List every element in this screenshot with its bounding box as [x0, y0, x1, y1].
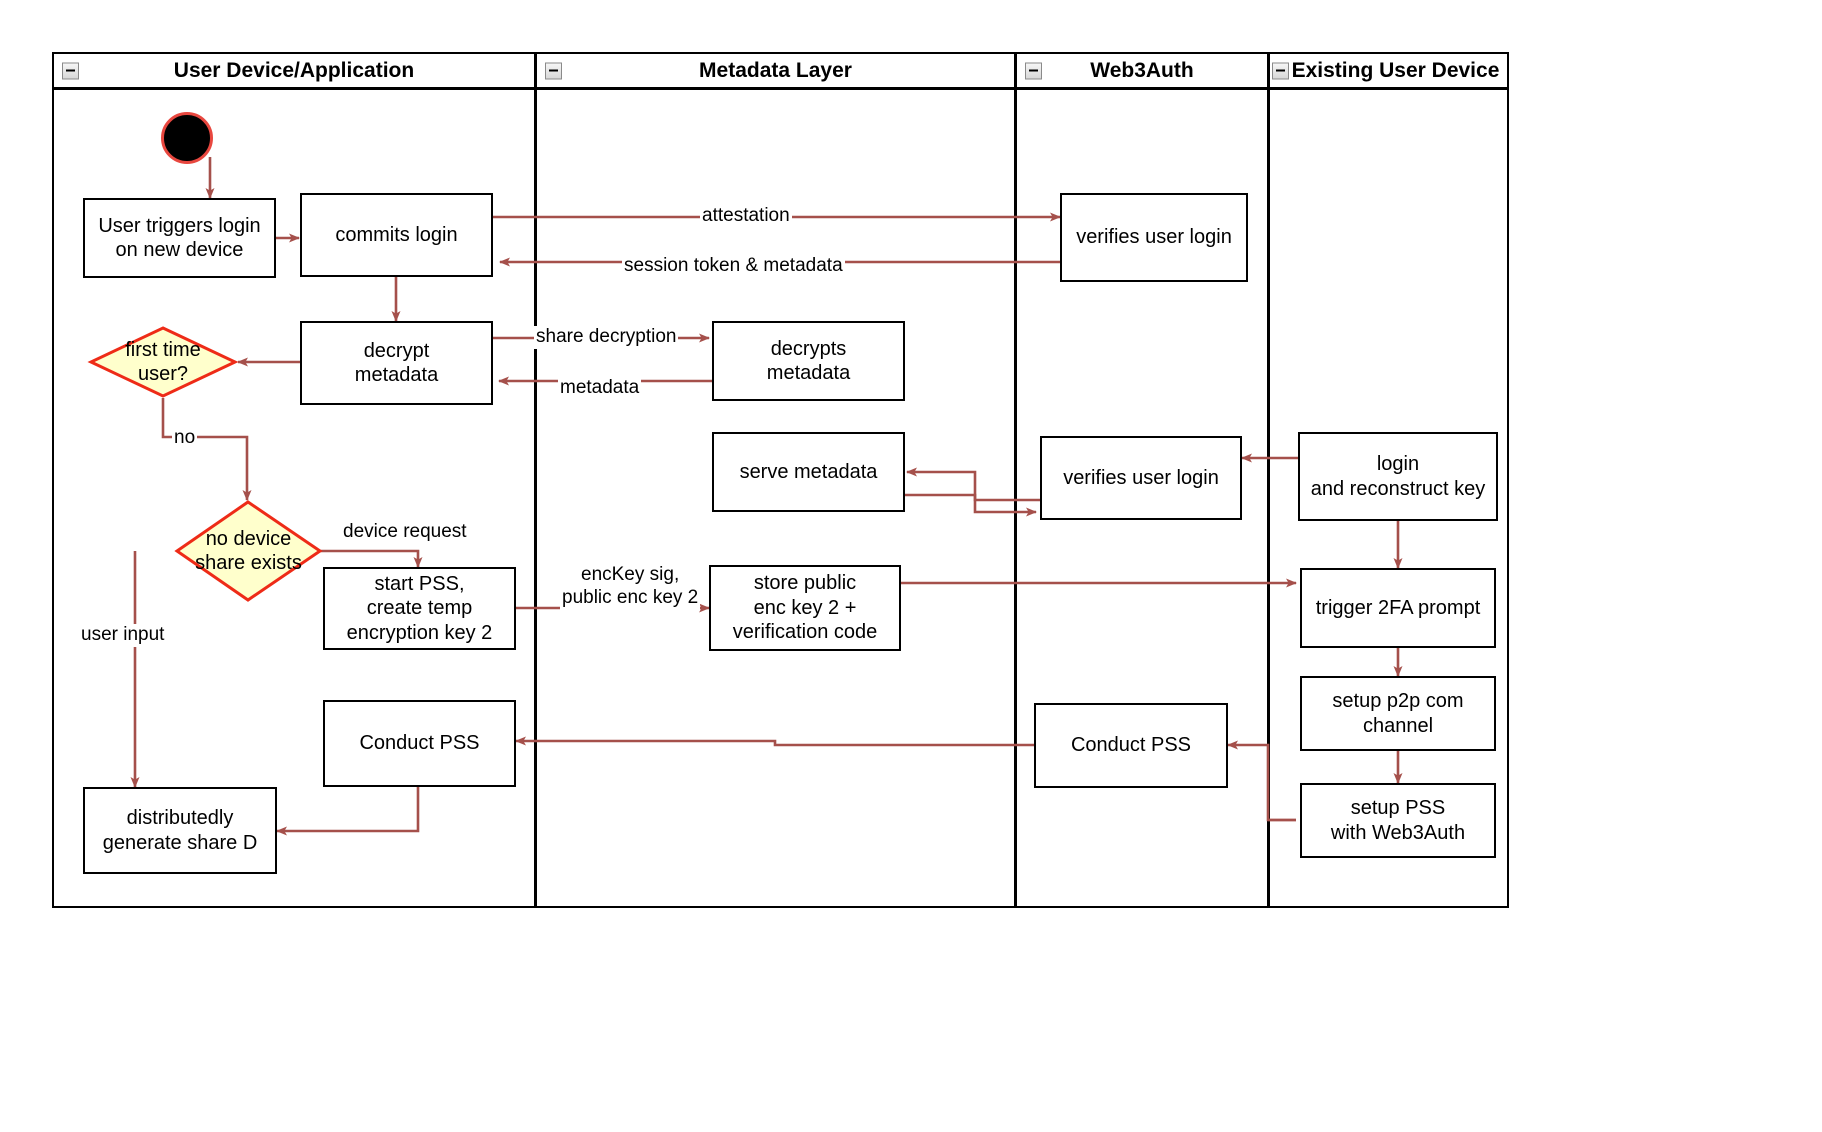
swimlane-header-metadata-layer[interactable]: Metadata Layer: [535, 52, 1016, 89]
node-label: store public enc key 2 + verification co…: [732, 572, 878, 644]
node-label: distributedly generate share D: [102, 807, 258, 854]
decision-shape: [174, 500, 323, 602]
edge-label-device-request: device request: [341, 521, 469, 544]
node-store-public-enc-key[interactable]: store public enc key 2 + verification co…: [709, 565, 901, 651]
node-label: trigger 2FA prompt: [1315, 596, 1481, 619]
node-label: login and reconstruct key: [1310, 453, 1486, 500]
decision-label: no device share exists: [195, 527, 302, 574]
node-label: Conduct PSS: [359, 732, 480, 755]
node-distributedly-generate-share-d[interactable]: distributedly generate share D: [83, 787, 277, 874]
edge-label-user-input: user input: [79, 624, 167, 647]
decision-first-time-user[interactable]: first time user?: [87, 326, 239, 398]
node-label: User triggers login on new device: [98, 214, 261, 261]
edge-label-share-decryption: share decryption: [534, 326, 679, 349]
node-serve-metadata[interactable]: serve metadata: [712, 432, 905, 512]
swimlane-title-web3auth: Web3Auth: [1090, 58, 1194, 82]
swimlane-header-user-device[interactable]: User Device/Application: [52, 52, 536, 89]
node-conduct-pss-user[interactable]: Conduct PSS: [323, 700, 516, 787]
collapse-minus-icon[interactable]: [1272, 62, 1289, 79]
node-label: verifies user login: [1063, 466, 1219, 489]
node-label: verifies user login: [1076, 226, 1232, 249]
swimlane-title-metadata-layer: Metadata Layer: [699, 58, 852, 82]
node-label: setup PSS with Web3Auth: [1330, 797, 1466, 844]
edge-label-enckey-sig: encKey sig, public enc key 2: [560, 564, 701, 610]
decision-shape: [87, 326, 239, 398]
node-setup-p2p-com-channel[interactable]: setup p2p com channel: [1300, 676, 1496, 751]
edge-label-session-token-metadata: session token & metadata: [622, 255, 845, 278]
node-conduct-pss-web3auth[interactable]: Conduct PSS: [1034, 703, 1228, 788]
swimlane-header-existing-user-device[interactable]: Existing User Device: [1268, 52, 1509, 89]
node-label: Conduct PSS: [1070, 734, 1192, 757]
edge-label-no: no: [172, 427, 198, 450]
node-start-pss[interactable]: start PSS, create temp encryption key 2: [323, 567, 516, 650]
node-trigger-2fa-prompt[interactable]: trigger 2FA prompt: [1300, 568, 1496, 648]
node-verifies-user-login-2[interactable]: verifies user login: [1040, 436, 1242, 520]
swimlane-header-web3auth[interactable]: Web3Auth: [1015, 52, 1269, 89]
node-login-and-reconstruct-key[interactable]: login and reconstruct key: [1298, 432, 1498, 521]
decision-no-device-share-exists[interactable]: no device share exists: [174, 500, 323, 602]
edge-label-metadata: metadata: [558, 377, 642, 400]
node-verifies-user-login-1[interactable]: verifies user login: [1060, 193, 1248, 282]
swimlane-title-existing-user-device: Existing User Device: [1291, 58, 1500, 82]
node-decrypts-metadata[interactable]: decrypts metadata: [712, 321, 905, 401]
node-decrypt-metadata[interactable]: decrypt metadata: [300, 321, 493, 405]
edge-label-attestation: attestation: [700, 205, 792, 228]
collapse-minus-icon[interactable]: [1025, 62, 1042, 79]
start-node: [161, 112, 213, 164]
node-user-triggers-login[interactable]: User triggers login on new device: [83, 198, 276, 278]
node-setup-pss-with-web3auth[interactable]: setup PSS with Web3Auth: [1300, 783, 1496, 858]
node-commits-login[interactable]: commits login: [300, 193, 493, 277]
node-label: commits login: [335, 223, 458, 246]
node-label: start PSS, create temp encryption key 2: [346, 572, 493, 644]
collapse-minus-icon[interactable]: [545, 62, 562, 79]
swimlane-title-user-device: User Device/Application: [173, 58, 415, 82]
collapse-minus-icon[interactable]: [62, 62, 79, 79]
decision-label: first time user?: [125, 338, 201, 385]
node-label: serve metadata: [739, 460, 878, 483]
node-label: decrypt metadata: [354, 339, 439, 386]
node-label: setup p2p com channel: [1332, 690, 1464, 737]
node-label: decrypts metadata: [766, 337, 851, 384]
